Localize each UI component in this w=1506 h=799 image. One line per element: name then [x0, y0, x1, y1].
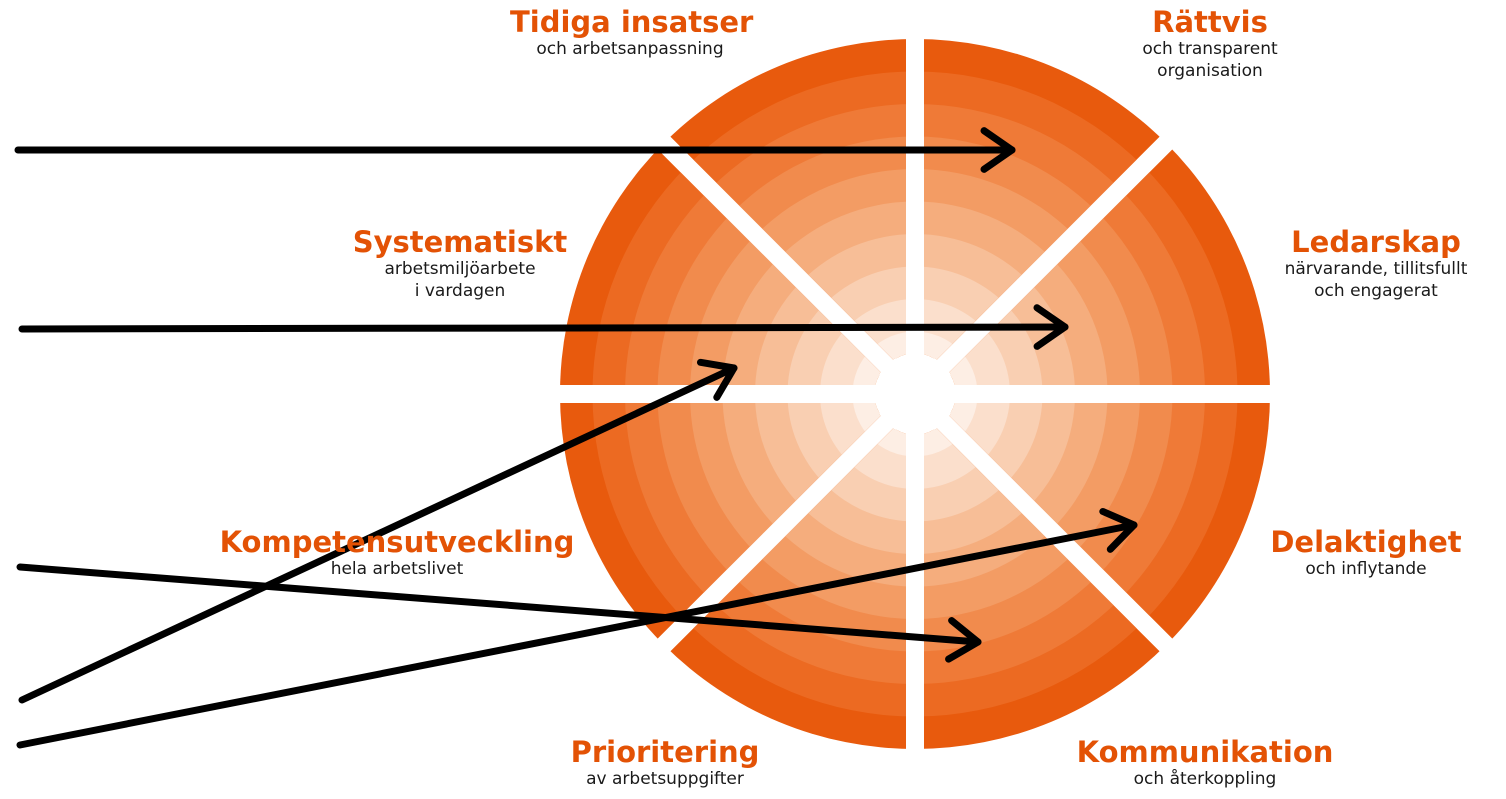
arrow-overlay [14, 127, 1138, 749]
segment-title: Prioritering [570, 735, 760, 769]
arrow-to-kommunikation-line [16, 563, 982, 646]
wheel-ring [560, 39, 1270, 749]
wheel-ring [755, 234, 1075, 554]
segment-subtitle-line: närvarande, tillitsfullt [1284, 259, 1468, 279]
segment-title: Delaktighet [1270, 525, 1462, 559]
wheel-ring [722, 201, 1108, 587]
segment-subtitle-line: och arbetsanpassning [536, 39, 724, 59]
wheel-ring [657, 136, 1173, 652]
segment-title: Ledarskap [1291, 225, 1461, 259]
label-kommunikation: Kommunikation och återkoppling [1060, 736, 1350, 790]
segment-title: Rättvis [1152, 5, 1268, 39]
segment-title: Kommunikation [1076, 735, 1334, 769]
label-kompetensutveckling: Kompetensutveckling hela arbetslivet [215, 526, 579, 580]
arrow-to-systematiskt-line [18, 364, 738, 704]
wheel [560, 39, 1270, 749]
arrow-to-ledarskap-line [18, 323, 1069, 333]
wheel-ring [787, 266, 1043, 522]
segment-subtitle-line: och inflytande [1305, 559, 1427, 579]
segment-subtitle-line: i vardagen [414, 281, 506, 301]
segment-subtitle-line: arbetsmiljöarbete [384, 259, 536, 279]
wheel-ring [625, 104, 1205, 684]
segment-subtitle-line: av arbetsuppgifter [586, 769, 744, 789]
arrow-to-kommunikation-head [945, 617, 982, 663]
label-prioritering: Prioritering av arbetsuppgifter [540, 736, 790, 790]
wheel-ring [690, 169, 1140, 619]
label-tidiga-insatser: Tidiga insatser och arbetsanpassning [510, 5, 754, 60]
segment-title: Systematiskt [352, 225, 568, 259]
segment-subtitle-line: och återkoppling [1133, 769, 1277, 789]
segment-title: Kompetensutveckling [219, 525, 575, 559]
label-systematiskt: Systematiskt arbetsmiljöarbete i vardage… [330, 226, 590, 302]
label-rattvis: Rättvis och transparent organisation [1090, 6, 1330, 82]
label-delaktighet: Delaktighet och inflytande [1246, 526, 1486, 580]
segment-subtitle-line: hela arbetslivet [330, 559, 464, 579]
arrow-to-ledarskap-head [1033, 304, 1069, 350]
segment-subtitle-line: och engagerat [1314, 281, 1438, 301]
segment-title: Tidiga insatser [510, 5, 754, 39]
arrow-to-systematiskt-head [696, 358, 738, 401]
wheel-ring [852, 331, 978, 457]
label-ledarskap: Ledarskap närvarande, tillitsfullt och e… [1256, 226, 1496, 302]
segment-subtitle-line: organisation [1157, 61, 1263, 81]
arrow-to-delaktighet-line [16, 521, 1138, 749]
segment-subtitle-line: och transparent [1142, 39, 1278, 59]
arrow-to-rattvis-head [980, 127, 1016, 173]
arrow-to-delaktighet-head [1099, 507, 1138, 553]
wheel-rings [560, 39, 1270, 749]
